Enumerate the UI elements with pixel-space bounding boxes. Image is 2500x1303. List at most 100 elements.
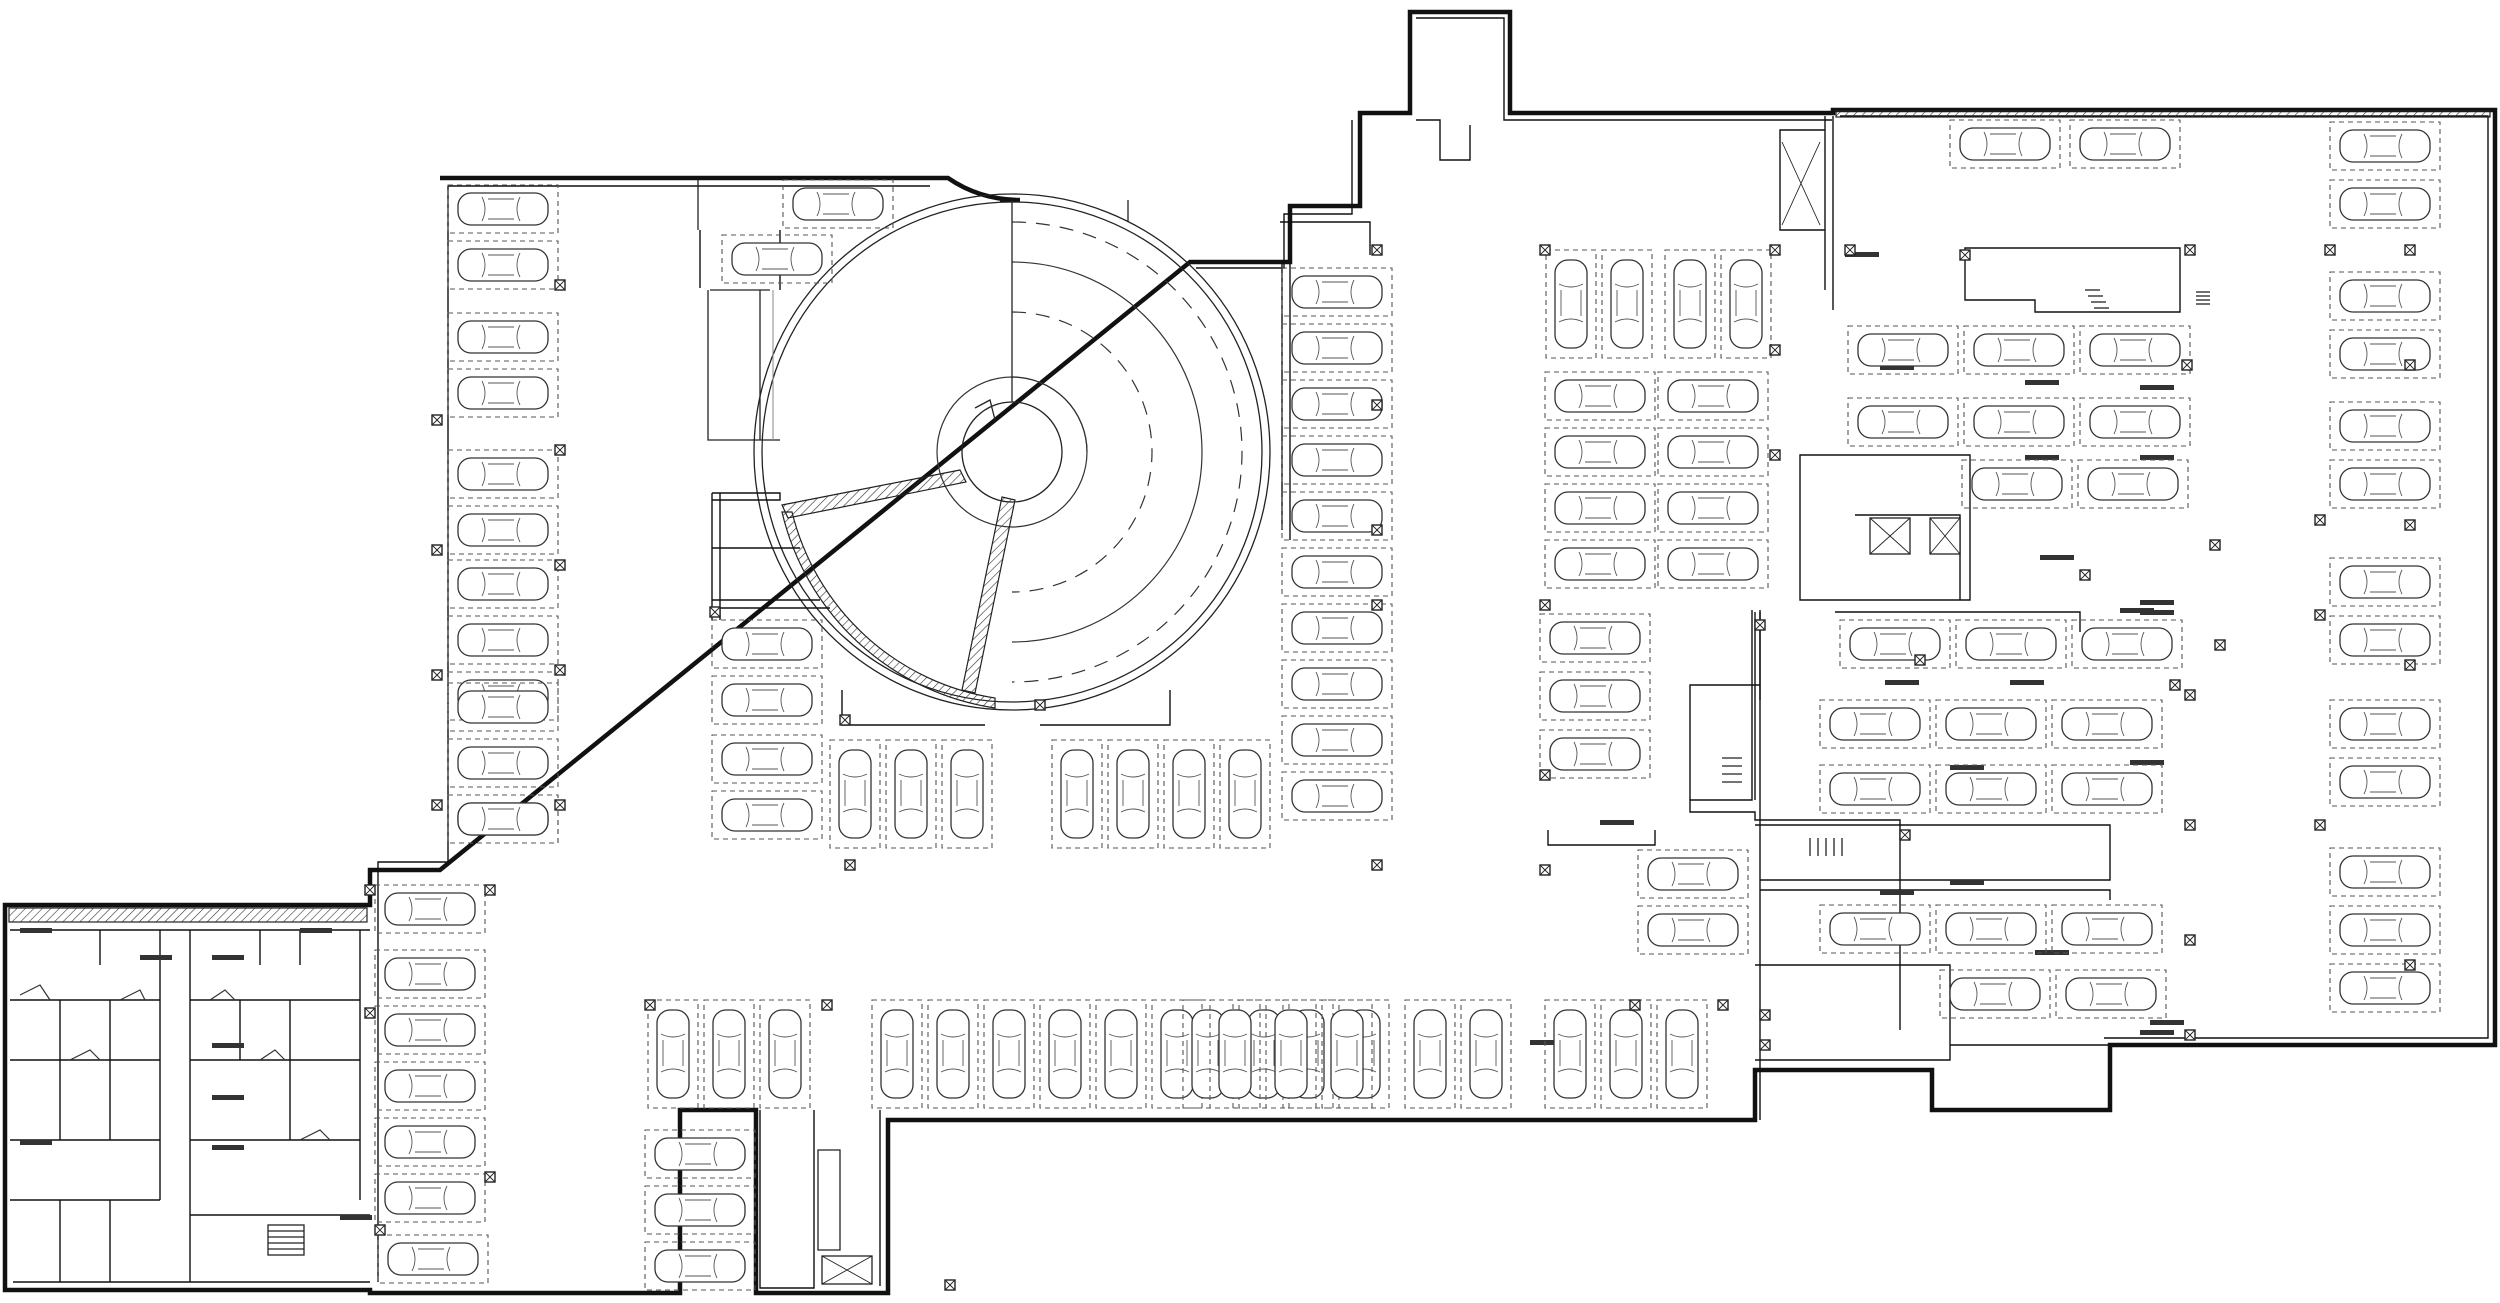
structural-column	[2404, 659, 2416, 671]
parking-stall	[2077, 459, 2189, 509]
car-icon	[721, 798, 813, 832]
car-icon	[1829, 912, 1921, 946]
parking-stall	[927, 999, 979, 1109]
structural-column	[709, 606, 721, 618]
parking-stall	[1839, 619, 1951, 669]
structural-column	[364, 884, 376, 896]
parking-stall	[711, 619, 823, 669]
structural-columns	[364, 244, 2416, 1291]
car-icon	[1291, 667, 1383, 701]
car-icon	[384, 1181, 476, 1215]
parking-stall	[2051, 764, 2163, 814]
structural-column	[2404, 519, 2416, 531]
parking-stall	[2051, 904, 2163, 954]
parking-stall	[1281, 771, 1393, 821]
car-icon	[384, 957, 476, 991]
car-icon	[384, 892, 476, 926]
parking-stall	[941, 739, 993, 849]
parking-stall	[2329, 963, 2441, 1013]
parking-stall	[647, 999, 699, 1109]
car-icon	[457, 690, 549, 724]
wall-bar	[2025, 380, 2059, 385]
car-icon	[2339, 279, 2431, 313]
car-icon	[457, 567, 549, 601]
structural-column	[1539, 769, 1551, 781]
structural-column	[431, 799, 443, 811]
structural-column	[844, 859, 856, 871]
parking-stall	[1039, 999, 1091, 1109]
car-icon	[1849, 627, 1941, 661]
structural-column	[1629, 999, 1641, 1011]
car-icon	[2089, 405, 2181, 439]
wall-bar	[1600, 820, 1634, 825]
structural-column	[554, 664, 566, 676]
car-icon	[1857, 333, 1949, 367]
car-icon	[1829, 772, 1921, 806]
car-icon	[1945, 772, 2037, 806]
car-icon	[1549, 679, 1641, 713]
car-icon	[654, 1193, 746, 1227]
structural-column	[1769, 344, 1781, 356]
structural-column	[1959, 249, 1971, 261]
wall-bar	[2140, 455, 2174, 460]
car-icon	[838, 749, 872, 839]
parking-stall	[1281, 547, 1393, 597]
wall-bar	[1950, 880, 1984, 885]
parking-stall	[2329, 557, 2441, 607]
parking-stall	[1935, 904, 2047, 954]
structural-column	[2314, 609, 2326, 621]
parking-stall	[703, 999, 755, 1109]
parking-stall	[1963, 397, 2075, 447]
parking-stall	[1163, 739, 1215, 849]
wall-bar	[2040, 555, 2074, 560]
structural-column	[821, 999, 833, 1011]
car-icon	[1965, 627, 2057, 661]
wall-bar	[2035, 950, 2069, 955]
car-icon	[792, 187, 884, 221]
car-icon	[1667, 435, 1759, 469]
parking-stall	[447, 559, 559, 609]
parking-stall	[1847, 325, 1959, 375]
parking-stall	[1664, 249, 1716, 359]
car-icon	[2339, 971, 2431, 1005]
car-icon	[1554, 379, 1646, 413]
car-icon	[731, 242, 823, 276]
interior-walls	[697, 116, 2181, 1285]
parking-stall	[447, 368, 559, 418]
parking-stall	[1819, 764, 1931, 814]
car-icon	[457, 248, 549, 282]
parking-stall	[644, 1241, 756, 1291]
parking-stall	[2329, 459, 2441, 509]
car-icon	[457, 746, 549, 780]
car-icon	[1048, 1009, 1082, 1099]
parking-stall	[1544, 483, 1656, 533]
parking-stall	[2329, 615, 2441, 665]
car-icon	[1729, 259, 1763, 349]
car-icon	[457, 802, 549, 836]
parking-stall	[1955, 619, 2067, 669]
parking-stall	[782, 179, 894, 229]
structural-column	[431, 544, 443, 556]
car-icon	[712, 1009, 746, 1099]
car-icon	[2087, 467, 2179, 501]
parking-stall	[2055, 969, 2167, 1019]
parking-stall	[1281, 715, 1393, 765]
structural-column	[484, 1171, 496, 1183]
car-icon	[1973, 333, 2065, 367]
structural-column	[554, 559, 566, 571]
structural-column	[1034, 699, 1046, 711]
car-icon	[2339, 187, 2431, 221]
car-icon	[1647, 857, 1739, 891]
car-icon	[1274, 1009, 1308, 1099]
parking-stall	[1819, 699, 1931, 749]
car-icon	[384, 1125, 476, 1159]
structural-column	[2404, 244, 2416, 256]
car-icon	[1667, 547, 1759, 581]
parking-stall	[2329, 401, 2441, 451]
car-icon	[1413, 1009, 1447, 1099]
structural-column	[431, 414, 443, 426]
parking-stall	[711, 675, 823, 725]
structural-column	[2314, 514, 2326, 526]
car-icon	[1291, 387, 1383, 421]
parking-stall	[374, 1173, 486, 1223]
